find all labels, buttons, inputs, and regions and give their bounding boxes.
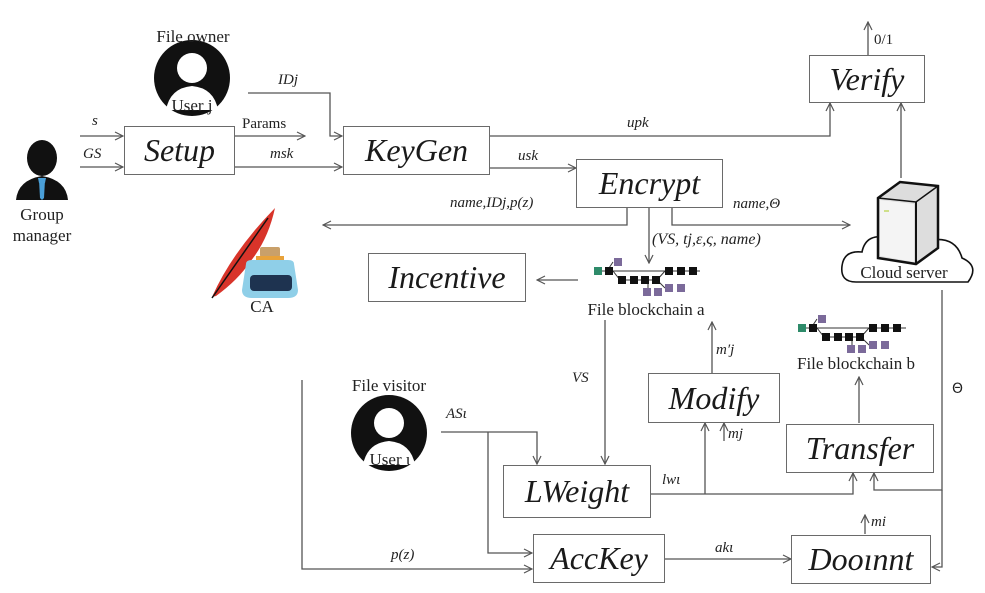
user-j-label: User j xyxy=(162,96,222,116)
acckey-box: AccKey xyxy=(533,534,665,583)
blockchain-b-icon xyxy=(798,315,906,353)
edge-label-mj: mj xyxy=(728,426,743,442)
edge-label-idj: IDj xyxy=(278,72,298,88)
blockchain-b-label: File blockchain b xyxy=(796,354,916,373)
user-j-text: User j xyxy=(171,96,213,115)
group-manager-label-2: manager xyxy=(12,226,72,245)
edge-label-lwi: lwι xyxy=(662,472,681,488)
edge-label-mj-prime: m′j xyxy=(716,342,735,358)
edge-pz xyxy=(301,380,532,569)
file-owner-label: File owner xyxy=(156,27,230,46)
edge-label-msk: msk xyxy=(270,146,294,162)
edge-asi xyxy=(441,431,537,464)
lweight-box: LWeight xyxy=(503,465,651,518)
file-visitor-label: File visitor xyxy=(351,376,427,395)
edge-theta xyxy=(874,290,943,491)
edge-theta-decrypt xyxy=(932,490,943,567)
verify-box: Verify xyxy=(809,55,925,103)
group-manager-label-1: Group xyxy=(20,205,64,224)
edge-lwi xyxy=(650,473,853,495)
transfer-box: Transfer xyxy=(786,424,934,473)
file-visitor-avatar-icon xyxy=(351,395,427,471)
edge-label-verify-out: 0/1 xyxy=(874,32,894,48)
edge-asi-acckey xyxy=(487,432,532,553)
edge-label-params: Params xyxy=(242,116,287,132)
cloud-server-icon xyxy=(840,180,974,283)
ca-label: CA xyxy=(250,297,274,316)
edge-label-usk: usk xyxy=(518,148,538,164)
encrypt-box: Encrypt xyxy=(576,159,723,208)
edge-to-cloud xyxy=(671,207,850,225)
edge-label-to-chain: (VS, tj,ε,ς, name) xyxy=(652,231,761,248)
edge-label-asi: ASι xyxy=(446,406,467,422)
setup-box: Setup xyxy=(124,126,235,175)
edge-label-vs: VS xyxy=(572,370,589,386)
edge-label-gs: GS xyxy=(83,146,102,162)
blockchain-a-icon xyxy=(594,258,700,296)
edge-label-to-cloud: name,Θ xyxy=(733,196,781,212)
edge-label-theta: Θ xyxy=(952,381,964,397)
edge-label-s: s xyxy=(92,113,98,129)
cloud-server-label: Cloud server xyxy=(860,263,948,282)
edge-label-mi: mi xyxy=(871,514,886,530)
edge-upk xyxy=(490,103,830,137)
incentive-box: Incentive xyxy=(368,253,526,302)
ca-quill-ink-icon xyxy=(211,208,298,299)
edge-idj xyxy=(248,92,342,136)
user-i-label: User ι xyxy=(369,450,411,469)
edge-label-to-ca: name,IDj,p(z) xyxy=(450,195,534,211)
modify-box: Modify xyxy=(648,373,780,423)
file-owner-avatar-icon xyxy=(154,40,230,116)
edge-to-ca xyxy=(323,207,628,225)
keygen-box: KeyGen xyxy=(343,126,490,175)
edge-label-aki: akι xyxy=(715,540,734,556)
edge-label-upk: upk xyxy=(627,115,649,131)
group-manager-icon xyxy=(16,140,68,200)
blockchain-a-label: File blockchain a xyxy=(587,300,705,319)
decrypt-box: Dooınnt xyxy=(791,535,931,584)
edge-label-pz: p(z) xyxy=(391,547,415,563)
